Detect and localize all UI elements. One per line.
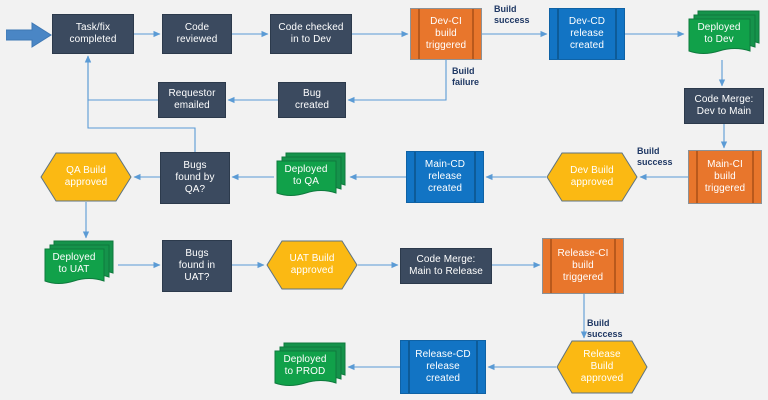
- node-code-merge-main-to-release[interactable]: Code Merge:Main to Release: [400, 248, 492, 284]
- stacked-document-icon: [276, 152, 346, 196]
- node-label: Code Merge:Main to Release: [409, 254, 483, 277]
- node-code-merge-dev-to-main[interactable]: Code Merge:Dev to Main: [684, 88, 764, 124]
- stacked-document-icon: [44, 240, 114, 284]
- stacked-document-icon: [274, 342, 346, 386]
- edge-requestor-to-task: [84, 55, 158, 101]
- hexagon-shape: [546, 152, 638, 202]
- edge-devci-to-bugcreated: [347, 60, 447, 104]
- hexagon-shape: [40, 152, 132, 202]
- hexagon-shape: [556, 340, 648, 394]
- stacked-document-icon: [688, 10, 760, 54]
- hexagon-shape: [266, 240, 358, 290]
- node-label: Code Merge:Dev to Main: [694, 94, 754, 117]
- start-arrow: [5, 22, 52, 53]
